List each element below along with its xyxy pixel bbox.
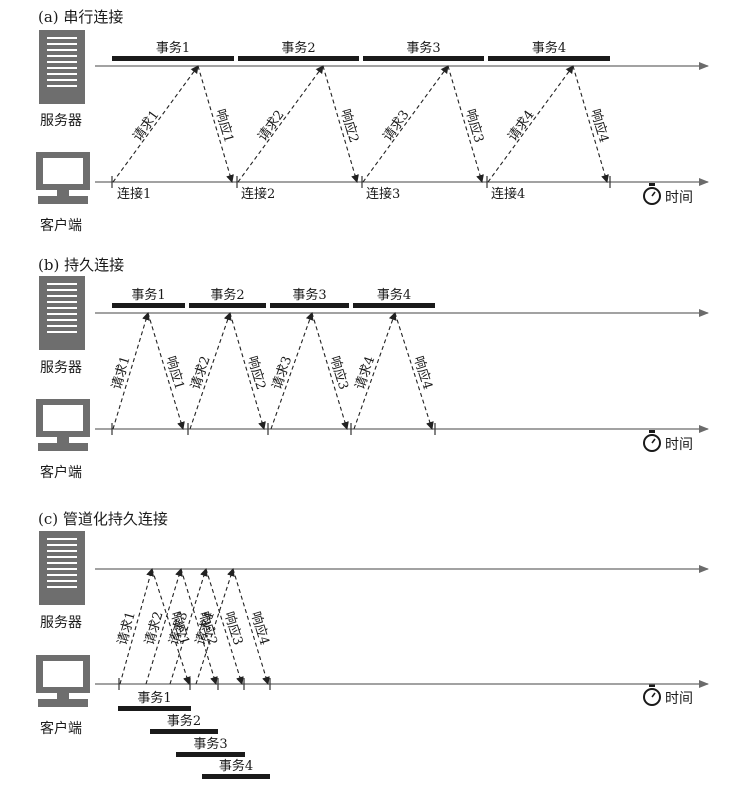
section-b-response-label-3: 响应3: [326, 354, 351, 391]
section-a-connection-label-3: 连接3: [366, 186, 400, 202]
section-c-response-label-4: 响应4: [247, 610, 272, 647]
section-b-transaction-label-3: 事务3: [292, 287, 326, 303]
section-b-response-arrow-1: [147, 312, 185, 430]
section-b-transaction-bar-3: [270, 303, 349, 308]
section-a-request-arrow-4: [487, 65, 574, 183]
section-a-computer-icon: [36, 152, 90, 204]
section-c-request-arrow-4: [195, 568, 235, 685]
section-a-response-label-2: 响应2: [337, 107, 362, 144]
section-a-connection-label-1: 连接1: [117, 186, 151, 202]
section-a-response-arrow-4: [572, 65, 609, 183]
section-a-connection-label-4: 连接4: [491, 186, 525, 202]
section-b-request-arrow-1: [112, 312, 150, 430]
section-a-response-label-3: 响应3: [462, 107, 487, 144]
section-c-transaction-label-3: 事务3: [193, 736, 227, 752]
timeline-ticks: [111, 176, 611, 690]
section-a-transaction-bar-1: [112, 56, 234, 61]
section-c-computer-icon: [36, 655, 90, 707]
timeline-axes: [95, 62, 709, 688]
section-a-response-label-1: 响应1: [212, 107, 237, 144]
section-a-transaction-label-3: 事务3: [406, 40, 440, 56]
section-a-response-label-4: 响应4: [587, 107, 612, 144]
section-c-response-arrow-4: [232, 568, 270, 685]
section-a-request-label-2: 请求2: [255, 108, 287, 145]
section-b-request-label-3: 请求3: [270, 354, 296, 391]
section-c-transaction-label-4: 事务4: [219, 758, 253, 774]
section-a-connection-label-2: 连接2: [241, 186, 275, 202]
section-a-request-arrow-2: [237, 65, 324, 183]
section-b-transaction-bar-2: [189, 303, 266, 308]
section-c-response-arrow-1: [151, 568, 191, 685]
section-a-transaction-bar-4: [488, 56, 610, 61]
section-c-transaction-bar-4: [202, 774, 270, 779]
section-a-request-label-1: 请求1: [130, 108, 162, 145]
section-b-transaction-bar-4: [353, 303, 435, 308]
section-a-title: (a) 串行连接: [38, 8, 124, 26]
section-a-request-arrow-3: [362, 65, 449, 183]
section-a-transaction-label-4: 事务4: [532, 40, 566, 56]
section-a-transaction-bar-2: [238, 56, 359, 61]
section-a-client-label: 客户端: [40, 218, 82, 234]
section-c-response-arrow-3: [205, 568, 244, 685]
section-c-request-arrow-2: [145, 568, 183, 685]
section-b-computer-icon: [36, 399, 90, 451]
section-a-response-arrow-1: [197, 65, 234, 183]
section-c-stopwatch-icon: [643, 684, 661, 706]
section-c-request-arrow-1: [119, 568, 154, 685]
section-a-server-label: 服务器: [40, 113, 82, 129]
section-a-transaction-label-2: 事务2: [281, 40, 315, 56]
section-c-transaction-bar-1: [118, 706, 191, 711]
section-a-request-label-3: 请求3: [380, 108, 412, 145]
section-b-transaction-bar-1: [112, 303, 185, 308]
section-c-transaction-bar-3: [176, 752, 245, 757]
section-a-response-arrow-2: [322, 65, 359, 183]
section-c-server-label: 服务器: [40, 615, 82, 631]
section-a-transaction-bar-3: [363, 56, 484, 61]
section-b-response-arrow-3: [311, 312, 349, 430]
section-a-request-label-4: 请求4: [505, 108, 537, 145]
section-b-response-arrow-4: [394, 312, 434, 430]
section-b-transaction-label-2: 事务2: [210, 287, 244, 303]
transaction-bars: [112, 56, 610, 779]
section-b-time-label: 时间: [665, 437, 693, 453]
section-c-client-label: 客户端: [40, 721, 82, 737]
section-b-transaction-label-4: 事务4: [377, 287, 411, 303]
section-b-request-label-4: 请求4: [353, 354, 379, 391]
section-b-response-label-1: 响应1: [162, 354, 187, 391]
section-b-transaction-label-1: 事务1: [131, 287, 165, 303]
section-c-time-label: 时间: [665, 691, 693, 707]
section-b-response-label-4: 响应4: [410, 354, 436, 392]
section-b-response-arrow-2: [229, 312, 266, 430]
section-b-stopwatch-icon: [643, 430, 661, 452]
section-c-title: (c) 管道化持久连接: [38, 510, 168, 528]
section-c-transaction-bar-2: [150, 729, 218, 734]
section-c-request-arrow-3: [169, 568, 208, 685]
section-b-client-label: 客户端: [40, 465, 82, 481]
section-b-server-icon: [39, 276, 85, 350]
section-b-server-label: 服务器: [40, 360, 82, 376]
section-b-response-label-2: 响应2: [244, 354, 269, 391]
section-c-response-label-3: 响应3: [221, 610, 247, 647]
section-a-request-arrow-1: [112, 65, 199, 183]
section-c-transaction-label-2: 事务2: [167, 713, 201, 729]
section-a-transaction-label-1: 事务1: [156, 40, 190, 56]
section-a-server-icon: [39, 30, 85, 104]
section-a-response-arrow-3: [447, 65, 484, 183]
section-c-transaction-label-1: 事务1: [137, 690, 171, 706]
message-arrows: [112, 65, 609, 685]
section-a-stopwatch-icon: [643, 183, 661, 205]
section-c-response-arrow-2: [180, 568, 218, 685]
section-c-server-icon: [39, 531, 85, 605]
section-a-time-label: 时间: [665, 190, 693, 206]
section-b-title: (b) 持久连接: [38, 256, 125, 274]
